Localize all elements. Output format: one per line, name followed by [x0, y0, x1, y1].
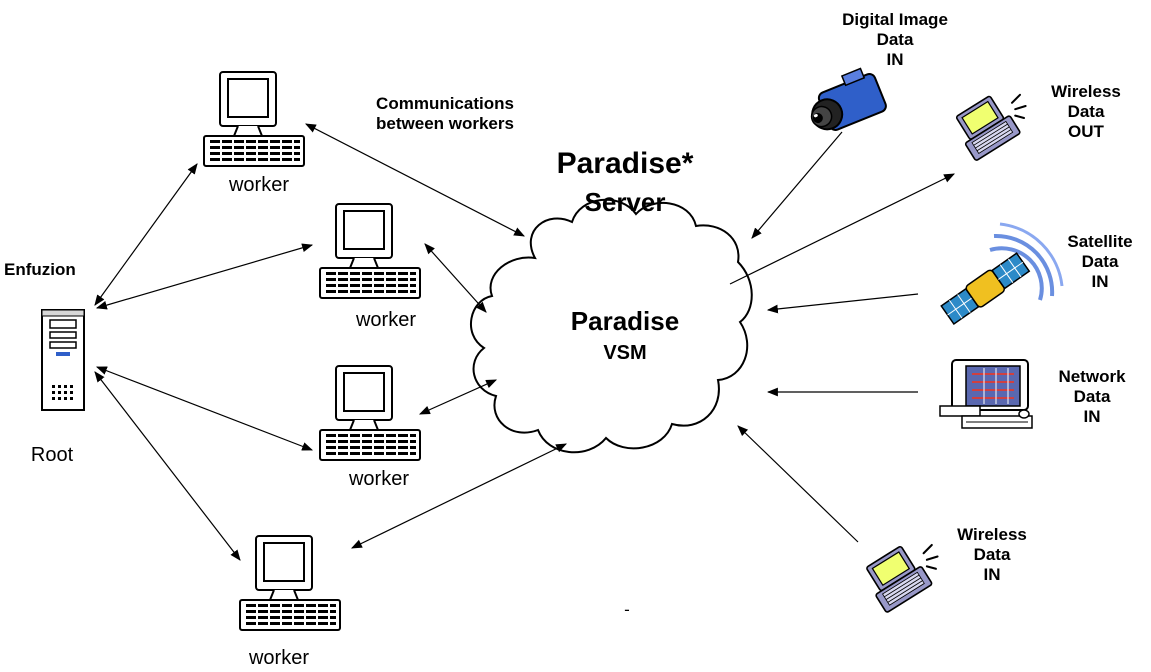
- satellite-icon: [940, 222, 1064, 326]
- label-line: Data: [1067, 102, 1105, 122]
- label-line: Digital Image: [842, 10, 948, 29]
- communications-label-line: Communications: [376, 94, 514, 113]
- worker-label: worker: [248, 647, 309, 669]
- label-line: Data: [1073, 387, 1111, 407]
- label-line: IN: [983, 565, 1001, 585]
- worker-label: worker: [348, 468, 409, 490]
- arrow-camera-in: [751, 131, 843, 239]
- camera-icon: [810, 67, 887, 131]
- arrow-worker2-cloud: [424, 243, 487, 313]
- label-line: Data: [973, 545, 1011, 565]
- wireless-out-laptop-icon: [949, 91, 1027, 162]
- server-subtitle: Server: [584, 187, 666, 217]
- cloud-shape: [469, 198, 753, 454]
- vsm-subtitle: VSM: [603, 342, 647, 364]
- worker-computer-icon: [319, 203, 421, 299]
- arrow-wireless-in: [737, 425, 859, 543]
- worker-label: worker: [228, 174, 289, 196]
- worker-computer-icon: [319, 365, 421, 461]
- communications-label-line: between workers: [376, 114, 514, 134]
- vsm-title: Paradise: [570, 306, 680, 336]
- label-line: Wireless: [957, 525, 1027, 544]
- label-line: IN: [886, 50, 904, 70]
- worker-label: worker: [355, 309, 416, 331]
- arrow-worker3-cloud: [418, 379, 498, 415]
- server-title: Paradise*: [556, 147, 694, 180]
- label-line: Data: [876, 30, 914, 50]
- arrow-wireless-out: [729, 173, 955, 285]
- root-label: Root: [30, 444, 74, 466]
- label-line: Satellite: [1067, 232, 1133, 251]
- wireless-in-laptop-icon: [859, 541, 939, 614]
- label-line: OUT: [1068, 122, 1104, 142]
- label-line: Wireless: [1051, 82, 1121, 101]
- worker-computer-icon: [239, 535, 341, 631]
- arrow-root-worker2: [95, 243, 314, 310]
- stray-mark: -: [624, 600, 630, 619]
- communications-label: Communications between workers: [340, 94, 550, 134]
- camera-source-label: Digital Image Data IN: [830, 10, 960, 70]
- worker-computer-icon: [203, 71, 305, 167]
- network-computer-icon: [939, 359, 1033, 429]
- label-line: Data: [1081, 252, 1119, 272]
- root-server-icon: [41, 309, 85, 411]
- wireless-in-label: Wireless Data IN: [942, 525, 1042, 585]
- enfuzion-label: Enfuzion: [4, 260, 76, 279]
- wireless-out-label: Wireless Data OUT: [1036, 82, 1136, 142]
- label-line: IN: [1083, 407, 1101, 427]
- arrow-root-worker3: [95, 366, 314, 451]
- label-line: IN: [1091, 272, 1109, 292]
- satellite-label: Satellite Data IN: [1050, 232, 1150, 292]
- network-label: Network Data IN: [1036, 367, 1148, 427]
- arrow-worker4-cloud: [351, 443, 567, 549]
- arrow-satellite-in: [766, 293, 919, 314]
- arrow-root-worker4: [94, 371, 241, 561]
- label-line: Network: [1058, 367, 1126, 386]
- arrow-worker1-cloud: [305, 123, 525, 237]
- arrow-root-worker1: [94, 163, 198, 306]
